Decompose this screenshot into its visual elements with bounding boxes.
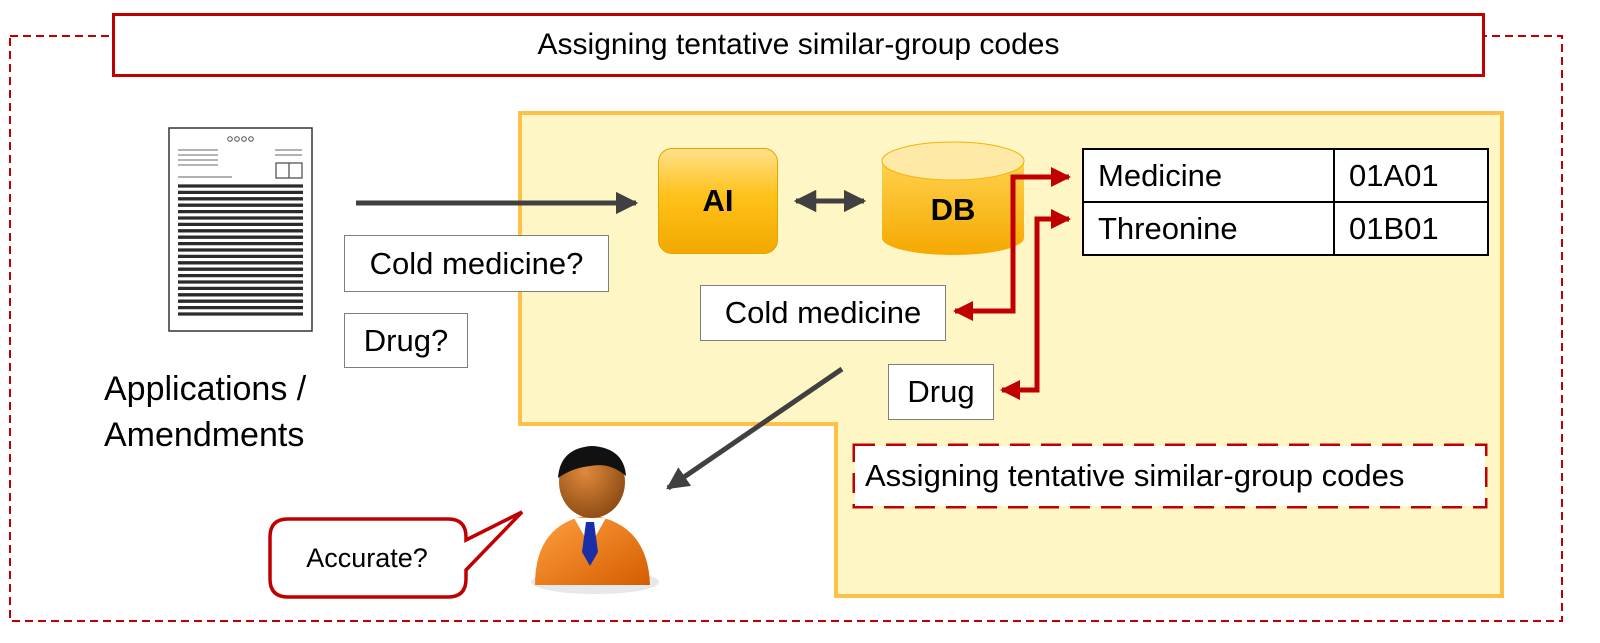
tentative-codes-label: Assigning tentative similar-group codes xyxy=(855,446,1485,506)
term-cell: Threonine xyxy=(1082,201,1335,256)
reviewer-avatar-icon xyxy=(531,446,659,594)
code-table-row: Medicine 01A01 xyxy=(1082,148,1489,203)
documents-label-line2: Amendments xyxy=(104,416,305,454)
ai-node: AI xyxy=(658,148,778,254)
query-drug: Drug? xyxy=(344,313,468,368)
accuracy-question: Accurate? xyxy=(306,542,428,573)
code-table-row: Threonine 01B01 xyxy=(1082,201,1489,256)
document-icon xyxy=(168,127,313,332)
code-table: Medicine 01A01 Threonine 01B01 xyxy=(1082,148,1489,256)
diagram-title: Assigning tentative similar-group codes xyxy=(112,13,1485,77)
speech-bubble xyxy=(268,510,524,599)
documents-label: Applications / Amendments xyxy=(104,366,364,458)
code-cell: 01A01 xyxy=(1333,148,1489,203)
db-node-label: DB xyxy=(930,192,976,227)
term-cell: Medicine xyxy=(1082,148,1335,203)
code-cell: 01B01 xyxy=(1333,201,1489,256)
arrow-to-reviewer xyxy=(666,366,844,491)
result-cold-medicine: Cold medicine xyxy=(700,285,946,341)
query-cold-medicine: Cold medicine? xyxy=(344,235,609,292)
documents-label-line1: Applications / xyxy=(104,370,307,408)
outer-dashed-frame xyxy=(9,35,1563,622)
result-drug: Drug xyxy=(888,364,994,420)
link-threonine-drug xyxy=(1000,209,1071,400)
